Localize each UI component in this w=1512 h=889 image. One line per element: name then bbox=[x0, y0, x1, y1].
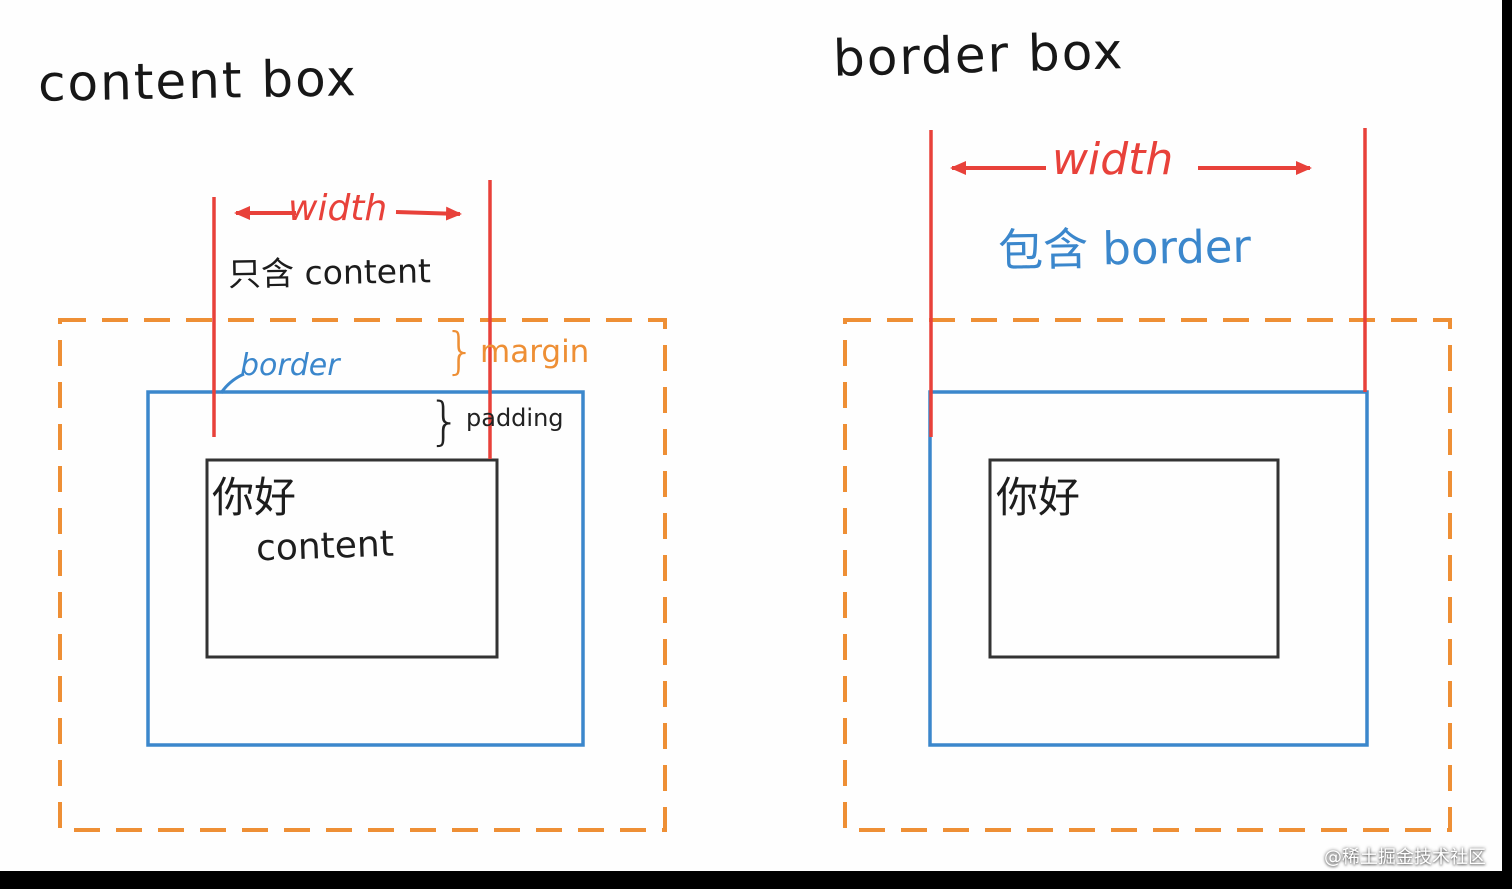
left-border-box-outline bbox=[146, 390, 585, 747]
right-width-note: 包含 border bbox=[997, 219, 1252, 278]
right-border-box-outline bbox=[928, 390, 1369, 747]
frame-edge-right bbox=[1502, 0, 1512, 889]
right-diagram-title: border box bbox=[832, 22, 1126, 88]
right-content-greeting: 你好 bbox=[996, 473, 1081, 522]
watermark: @稀土掘金技术社区 bbox=[1324, 847, 1486, 868]
left-width-label: width bbox=[288, 188, 388, 229]
left-diagram-title: content box bbox=[37, 49, 359, 113]
left-content-box-outline bbox=[205, 458, 499, 659]
frame-edge-bottom bbox=[0, 871, 1512, 889]
border-label-pointer bbox=[219, 372, 245, 394]
left-margin-box-outline bbox=[58, 318, 667, 832]
padding-label: padding bbox=[466, 404, 564, 432]
right-width-label: width bbox=[1052, 134, 1174, 185]
border-label: border bbox=[240, 348, 340, 383]
right-content-box-outline bbox=[988, 458, 1280, 659]
left-content-greeting: 你好 bbox=[212, 473, 297, 522]
margin-label: margin bbox=[480, 334, 590, 370]
left-content-label: content bbox=[255, 523, 395, 570]
margin-brace: } bbox=[444, 322, 476, 380]
right-margin-box-outline bbox=[843, 318, 1452, 832]
padding-brace: } bbox=[428, 392, 462, 452]
left-width-note: 只含 content bbox=[227, 251, 432, 294]
left-width-arrow-right bbox=[395, 206, 462, 221]
